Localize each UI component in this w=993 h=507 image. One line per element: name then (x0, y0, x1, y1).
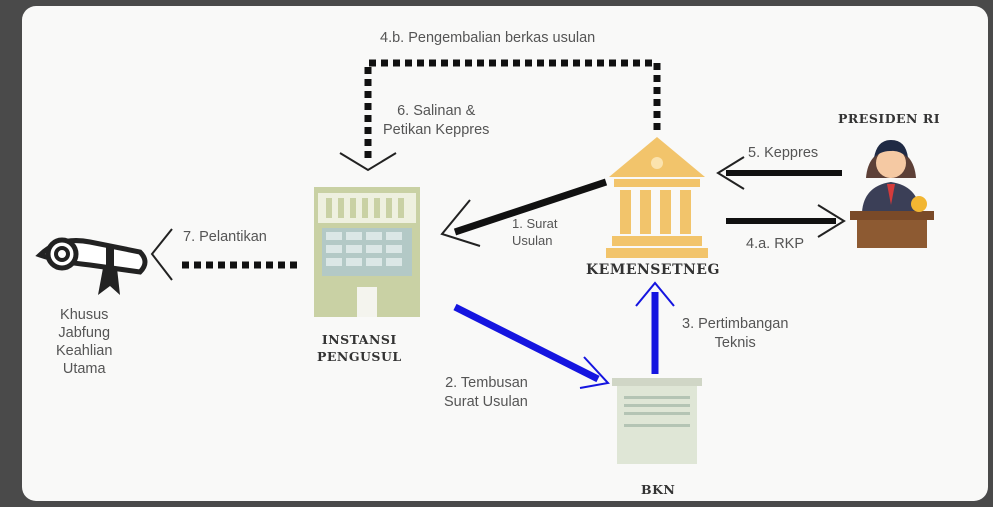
label-3-line2: Teknis (714, 335, 756, 351)
arrow-2-tembusan (453, 303, 600, 383)
arrow-1-surat-usulan (453, 178, 608, 236)
node-instansi-line2: PENGUSUL (317, 349, 402, 364)
label-5: 5. Keppres (748, 144, 818, 162)
node-presiden: PRESIDEN RI (838, 110, 940, 127)
node-presiden-label: PRESIDEN RI (838, 111, 941, 126)
label-4b-text: 4.b. Pengembalian berkas usulan (380, 30, 596, 46)
label-6-line2: Petikan Keppres (383, 122, 490, 138)
diagram-card (22, 6, 988, 501)
bkn-building-icon (612, 378, 702, 464)
arrow-3-head (635, 281, 675, 307)
arrow-4a-head (817, 204, 846, 238)
label-4a: 4.a. RKP (746, 235, 804, 253)
label-7-text: 7. Pelantikan (183, 229, 267, 245)
label-6: 6. Salinan & Petikan Keppres (383, 102, 489, 140)
label-1: 1. Surat Usulan (512, 215, 558, 249)
node-khusus-line1: Khusus (60, 307, 109, 323)
node-kemensetneg-label: KEMENSETNEG (586, 262, 720, 278)
label-1-line1: 1. Surat (512, 216, 558, 231)
node-khusus-line3: Keahlian (56, 343, 113, 359)
label-6-line1: 6. Salinan & (397, 103, 476, 119)
label-2-line2: Surat Usulan (444, 394, 528, 410)
node-khusus-line2: Jabfung (58, 325, 111, 341)
label-4a-text: 4.a. RKP (746, 236, 805, 252)
arrow-7-head (150, 228, 173, 281)
label-2: 2. Tembusan Surat Usulan (444, 374, 528, 412)
label-4b: 4.b. Pengembalian berkas usulan (380, 29, 595, 47)
presiden-figure-icon (850, 140, 934, 248)
arrow-2-head (579, 356, 610, 389)
label-3: 3. Pertimbangan Teknis (682, 315, 788, 353)
kemensetneg-building-icon (606, 137, 708, 258)
node-kemensetneg: KEMENSETNEG (586, 262, 720, 279)
label-3-line1: 3. Pertimbangan (682, 316, 789, 332)
scroll-diploma-icon (35, 237, 148, 295)
arrow-1-head (440, 199, 481, 247)
node-bkn-label: BKN (641, 482, 676, 497)
label-1-line2: Usulan (512, 233, 553, 248)
node-bkn: BKN (641, 481, 675, 498)
label-5-text: 5. Keppres (748, 145, 819, 161)
label-7: 7. Pelantikan (183, 228, 267, 246)
node-instansi-pengusul: INSTANSI PENGUSUL (317, 331, 402, 365)
node-instansi-line1: INSTANSI (321, 332, 397, 347)
arrow-5-head (716, 156, 745, 190)
arrow-4b-head (339, 152, 397, 172)
label-2-line1: 2. Tembusan (445, 375, 528, 391)
node-khusus-jabfung: Khusus Jabfung Keahlian Utama (56, 306, 112, 378)
node-khusus-line4: Utama (62, 361, 106, 377)
instansi-building-icon (314, 187, 420, 317)
